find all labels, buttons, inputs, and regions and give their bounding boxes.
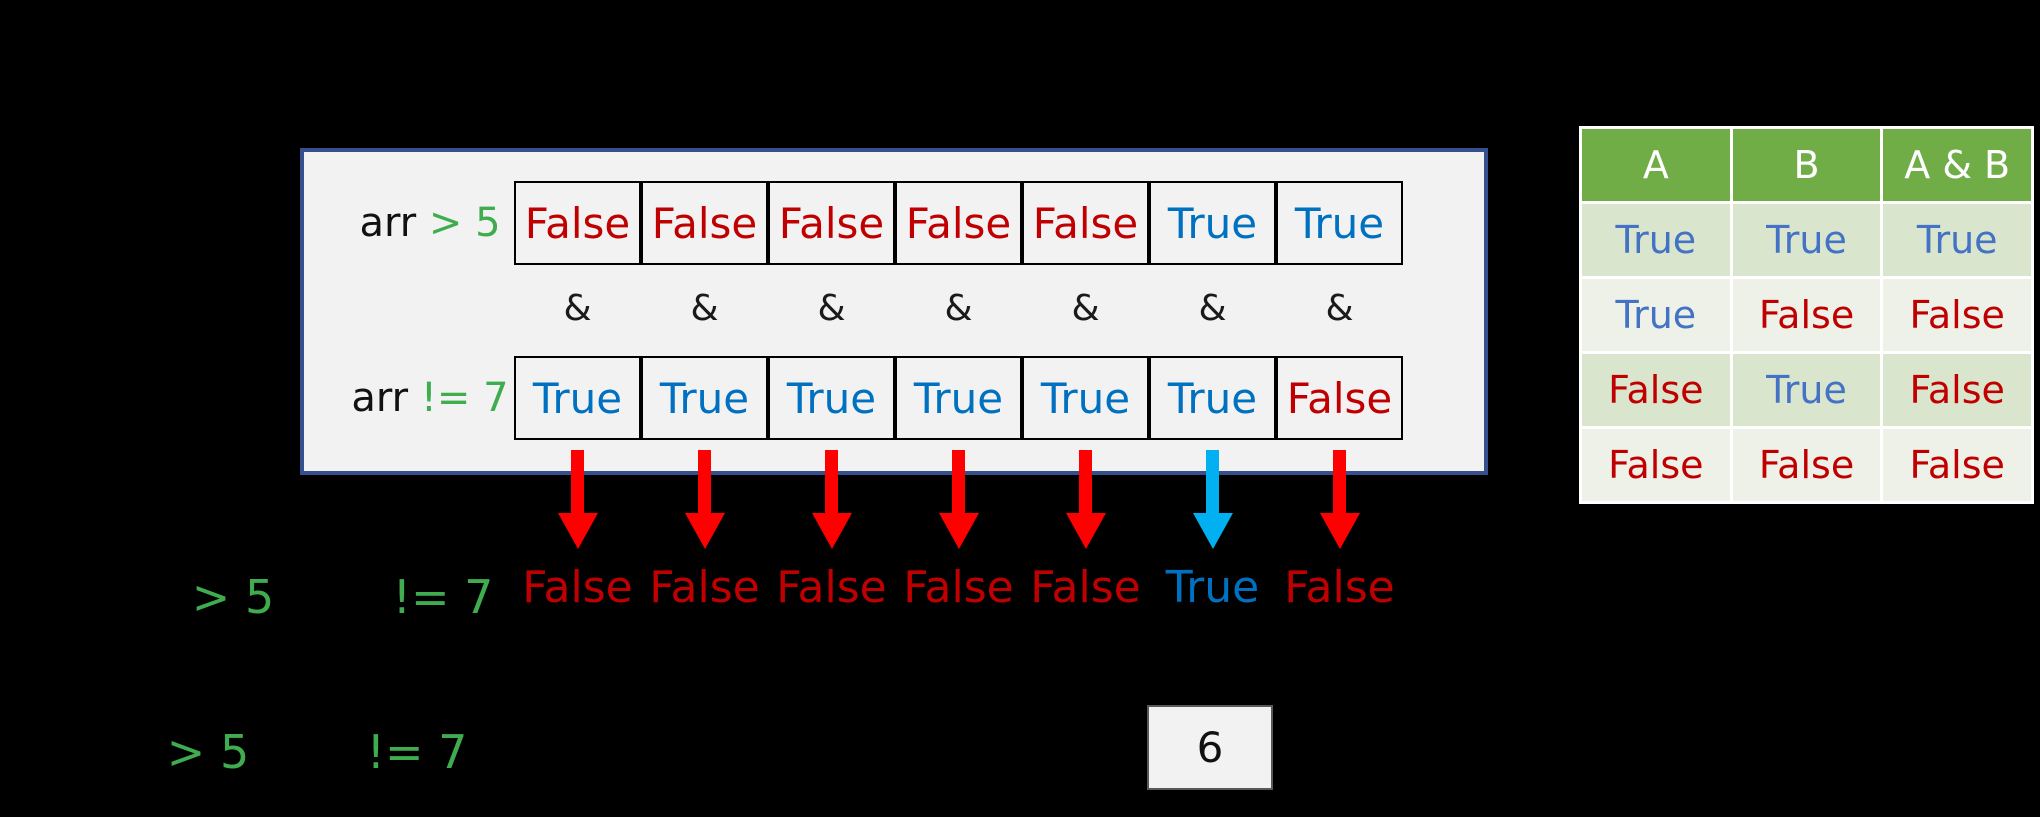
arrow-tail	[1333, 450, 1346, 513]
and-operator-row: & & & & & & &	[514, 288, 1403, 329]
and-truth-table: A B A & B True True True True False Fals…	[1579, 126, 2034, 504]
bool-cell: False	[641, 181, 768, 265]
arrow-tail	[1079, 450, 1092, 513]
truth-table-cell: False	[1732, 429, 1881, 501]
array-row-arr-gt-5: False False False False False True True	[514, 181, 1403, 265]
ampersand-symbol: &	[817, 288, 846, 329]
arrow-down-icon	[938, 513, 979, 549]
arrow-down-icon	[811, 513, 852, 549]
bottom-ne-7-label: != 7	[366, 725, 468, 779]
truth-table-cell: False	[1883, 429, 2032, 501]
arr-var-text: arr	[359, 200, 429, 246]
bool-cell: False	[768, 181, 895, 265]
arrow-down-icon	[1192, 513, 1233, 549]
arrow-down-icon	[684, 513, 725, 549]
expression-label-arr-ne-7: arr != 7	[330, 356, 530, 440]
truth-table-cell: True	[1732, 204, 1881, 276]
bottom-gt-5-label: > 5	[166, 725, 250, 779]
bool-cell: True	[514, 356, 641, 440]
bool-cell: False	[1022, 181, 1149, 265]
truth-table-row: True True True	[1582, 204, 2032, 276]
ne-operator-text: != 7	[420, 375, 509, 421]
truth-table-row: False False False	[1582, 429, 2032, 501]
truth-table-cell: True	[1582, 204, 1730, 276]
filtered-output-box: 6	[1147, 705, 1273, 790]
bool-cell: True	[895, 356, 1022, 440]
result-value: False	[649, 562, 760, 613]
truth-table-cell: True	[1883, 204, 2032, 276]
truth-table-cell: False	[1883, 279, 2032, 351]
result-arrow	[684, 450, 725, 549]
arrow-down-icon	[1319, 513, 1360, 549]
result-arrow	[1319, 450, 1360, 549]
bool-cell: False	[514, 181, 641, 265]
bool-cell: False	[895, 181, 1022, 265]
truth-table-header-row: A B A & B	[1582, 129, 2032, 201]
arrow-down-icon	[557, 513, 598, 549]
truth-table-cell: True	[1732, 354, 1881, 426]
bool-cell: True	[1149, 356, 1276, 440]
arrow-tail	[571, 450, 584, 513]
bool-cell: True	[1276, 181, 1403, 265]
result-value: False	[903, 562, 1014, 613]
result-values-row: False False False False False True False	[514, 562, 1403, 614]
bool-cell: True	[1022, 356, 1149, 440]
result-value: True	[1165, 562, 1260, 613]
result-value: False	[1030, 562, 1141, 613]
arrow-down-icon	[1065, 513, 1106, 549]
mid-gt-5-label: > 5	[191, 570, 275, 624]
result-arrow	[811, 450, 852, 549]
truth-table-cell: True	[1582, 279, 1730, 351]
arrow-tail	[825, 450, 838, 513]
result-arrow	[1192, 450, 1233, 549]
arrow-tail	[952, 450, 965, 513]
bool-cell: True	[641, 356, 768, 440]
truth-table-cell: False	[1582, 429, 1730, 501]
truth-table-row: True False False	[1582, 279, 2032, 351]
truth-table-cell: False	[1732, 279, 1881, 351]
truth-table-cell: False	[1883, 354, 2032, 426]
result-arrow	[1065, 450, 1106, 549]
result-value: False	[1284, 562, 1395, 613]
bool-cell: True	[1149, 181, 1276, 265]
array-row-arr-ne-7: True True True True True True False	[514, 356, 1403, 440]
arrow-tail	[698, 450, 711, 513]
ampersand-symbol: &	[563, 288, 592, 329]
truth-table-header-b: B	[1732, 129, 1881, 201]
expression-label-arr-gt-5: arr > 5	[330, 181, 530, 265]
ampersand-symbol: &	[944, 288, 973, 329]
result-value: False	[522, 562, 633, 613]
ampersand-symbol: &	[1198, 288, 1227, 329]
result-value: False	[776, 562, 887, 613]
ampersand-symbol: &	[690, 288, 719, 329]
gt-operator-text: > 5	[428, 200, 501, 246]
ampersand-symbol: &	[1325, 288, 1354, 329]
truth-table-header-a: A	[1582, 129, 1730, 201]
mid-ne-7-label: != 7	[392, 570, 494, 624]
arr-var-text: arr	[351, 375, 421, 421]
bool-cell: False	[1276, 356, 1403, 440]
arrow-tail	[1206, 450, 1219, 513]
result-arrow	[557, 450, 598, 549]
result-arrow	[938, 450, 979, 549]
result-arrow-row	[514, 450, 1403, 549]
ampersand-symbol: &	[1071, 288, 1100, 329]
truth-table-cell: False	[1582, 354, 1730, 426]
truth-table-row: False True False	[1582, 354, 2032, 426]
truth-table-header-a-and-b: A & B	[1883, 129, 2032, 201]
bool-cell: True	[768, 356, 895, 440]
